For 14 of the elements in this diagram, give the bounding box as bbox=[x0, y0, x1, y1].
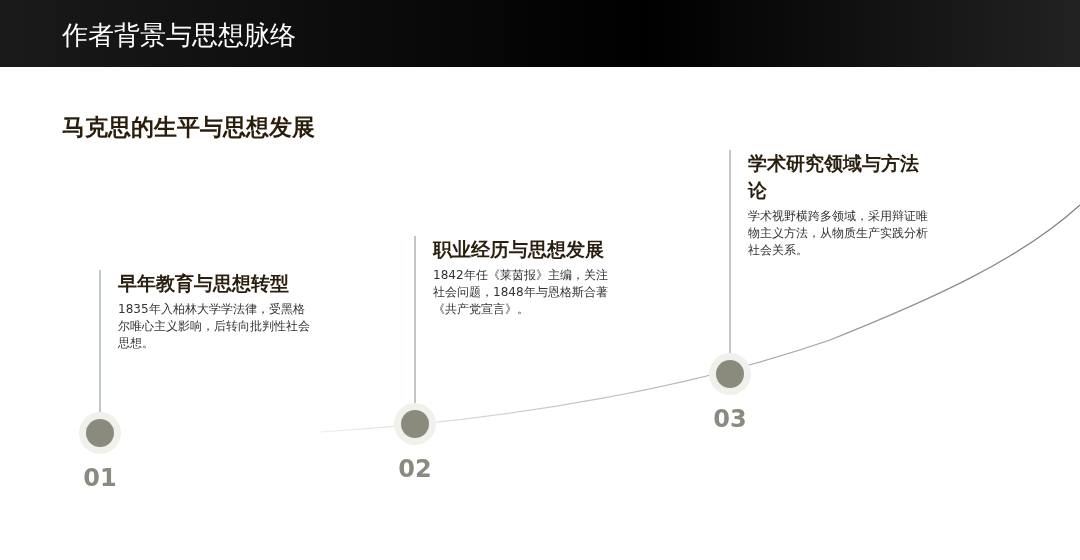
page-title: 作者背景与思想脉络 bbox=[62, 19, 296, 52]
milestone-heading: 早年教育与思想转型 bbox=[118, 271, 290, 296]
milestone-heading: 学术研究领域与方法论 bbox=[748, 151, 920, 203]
milestone-description: 1835年入柏林大学学法律，受黑格尔唯心主义影响，后转向批判性社会思想。 bbox=[118, 301, 310, 352]
step-number: 01 bbox=[82, 464, 118, 492]
section-heading: 马克思的生平与思想发展 bbox=[62, 113, 315, 142]
milestone-heading: 职业经历与思想发展 bbox=[433, 237, 605, 262]
connector-line bbox=[414, 235, 416, 404]
connector-line bbox=[729, 149, 731, 354]
step-number: 03 bbox=[712, 405, 748, 433]
connector-line bbox=[99, 269, 101, 413]
milestone-description: 1842年任《莱茵报》主编，关注社会问题，1848年与恩格斯合著《共产党宣言》。 bbox=[433, 267, 609, 318]
milestone-description: 学术视野横跨多领域，采用辩证唯物主义方法，从物质生产实践分析社会关系。 bbox=[748, 208, 929, 259]
step-number: 02 bbox=[397, 455, 433, 483]
